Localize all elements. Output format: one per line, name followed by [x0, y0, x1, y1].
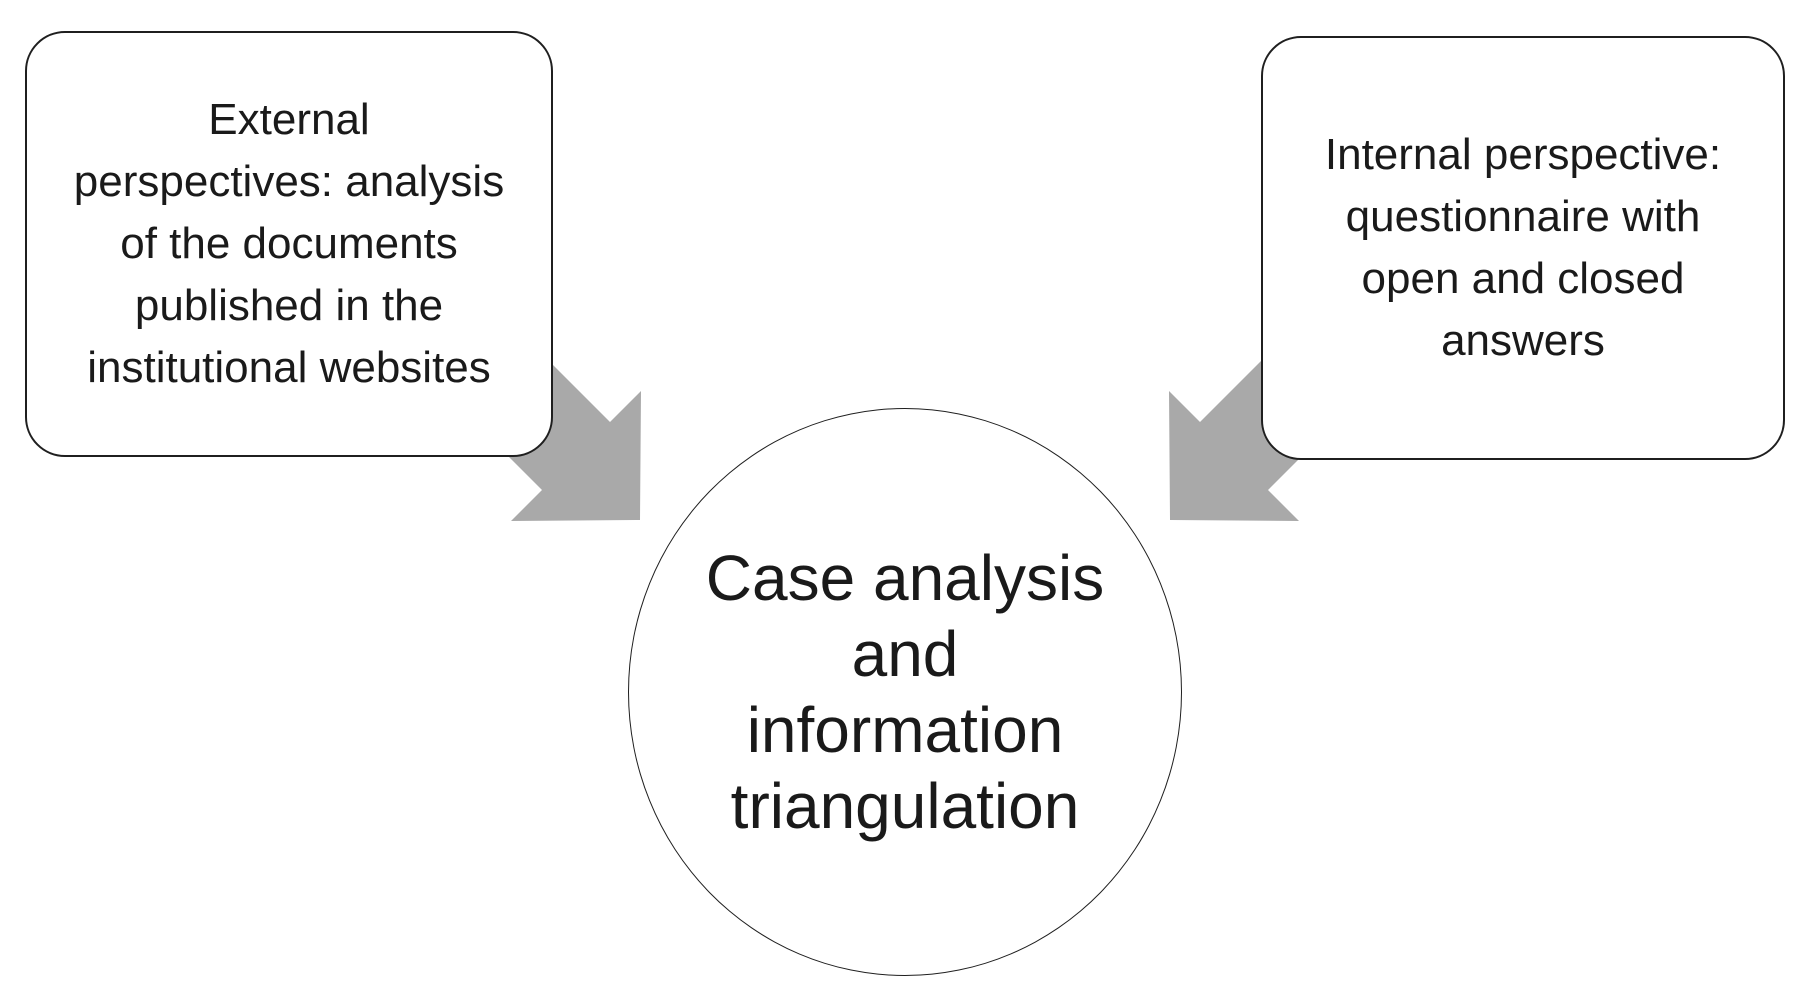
external-box-line: External — [208, 95, 370, 144]
internal-box-line: Internal perspective: — [1324, 130, 1722, 179]
circle-line: and — [851, 618, 959, 690]
case-analysis-circle: Case analysis and information triangulat… — [628, 408, 1182, 976]
circle-line: triangulation — [730, 770, 1080, 842]
internal-perspective-box: Internal perspective: questionnaire with… — [1261, 36, 1785, 460]
internal-box-line: answers — [1441, 316, 1605, 365]
circle-line: information — [746, 694, 1064, 766]
external-box-line: of the documents — [120, 219, 458, 268]
internal-box-line: questionnaire with — [1345, 192, 1701, 241]
circle-line: Case analysis — [705, 542, 1105, 614]
external-perspectives-box: External perspectives: analysis of the d… — [25, 31, 553, 457]
external-box-line: perspectives: analysis — [73, 157, 505, 206]
internal-box-line: open and closed — [1361, 254, 1685, 303]
external-box-line: institutional websites — [87, 343, 491, 392]
external-box-line: published in the — [134, 281, 444, 330]
